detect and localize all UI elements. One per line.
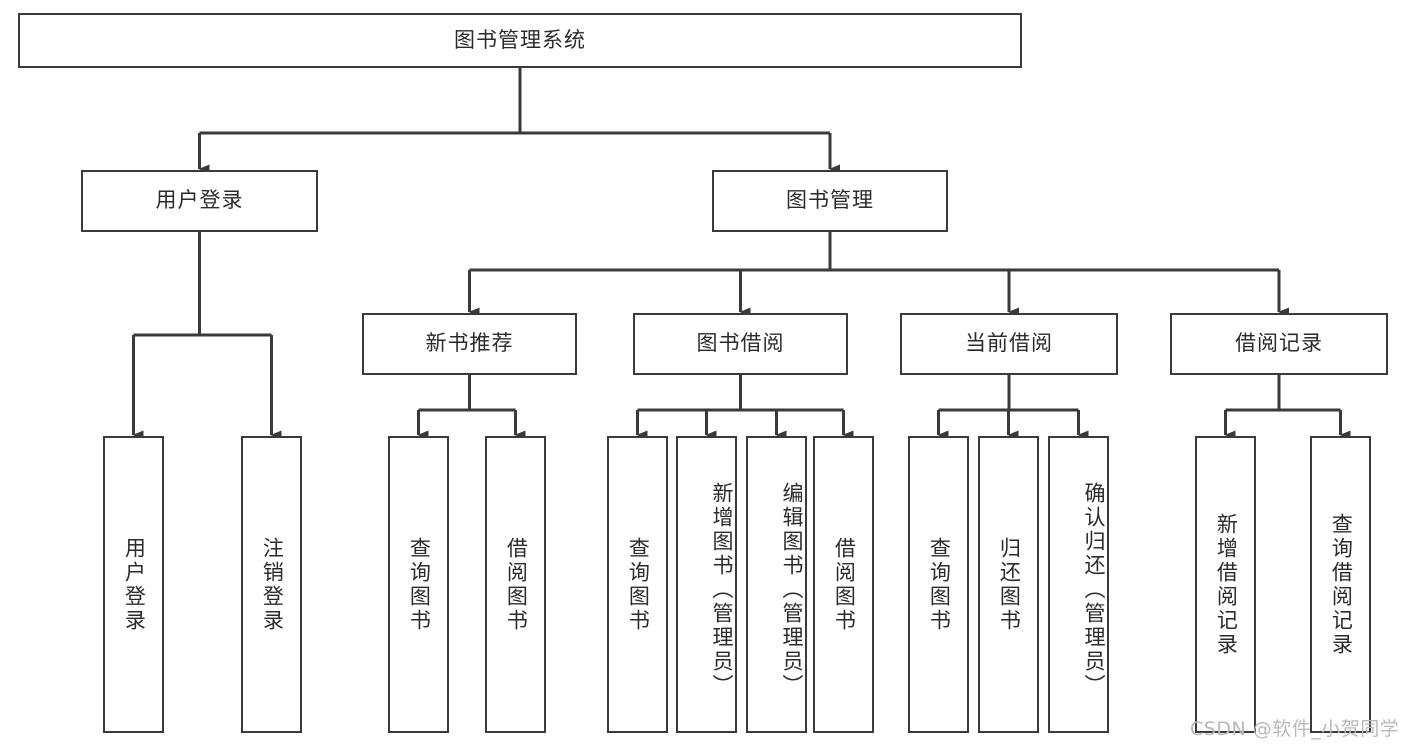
node-leaf-query-record[interactable]: 查询借阅记录 xyxy=(1310,436,1371,733)
node-leaf-borrow-book[interactable]: 借阅图书 xyxy=(813,436,874,733)
node-leaf-user-login-label: 用户登录 xyxy=(122,536,147,633)
node-leaf-borrow-book-label: 借阅图书 xyxy=(832,536,857,633)
node-leaf-query-book-label: 查询图书 xyxy=(626,536,651,633)
node-leaf-query-book-rec[interactable]: 查询图书 xyxy=(388,436,449,733)
node-leaf-query-book-rec-label: 查询图书 xyxy=(407,536,432,633)
node-leaf-logout-label: 注销登录 xyxy=(260,536,285,633)
node-leaf-add-record[interactable]: 新增借阅记录 xyxy=(1195,436,1256,733)
node-leaf-confirm-return[interactable]: 确认归还（管理员） xyxy=(1048,436,1109,733)
node-leaf-borrow-book-rec[interactable]: 借阅图书 xyxy=(485,436,546,733)
node-leaf-user-login[interactable]: 用户登录 xyxy=(103,436,164,733)
node-leaf-edit-book-label: 编辑图书（管理员） xyxy=(780,481,804,698)
node-current-borrow-label: 当前借阅 xyxy=(965,331,1053,356)
node-leaf-return-book[interactable]: 归还图书 xyxy=(978,436,1039,733)
csdn-watermark: CSDN @软件_小贺同学 xyxy=(1190,718,1400,740)
node-root[interactable]: 图书管理系统 xyxy=(18,13,1022,68)
node-leaf-query-book-cur-label: 查询图书 xyxy=(927,536,952,633)
connector-group xyxy=(132,68,1351,440)
node-leaf-return-book-label: 归还图书 xyxy=(997,536,1022,633)
node-borrow-record-label: 借阅记录 xyxy=(1235,331,1323,356)
node-leaf-edit-book[interactable]: 编辑图书（管理员） xyxy=(746,436,807,733)
node-leaf-query-book-cur[interactable]: 查询图书 xyxy=(908,436,969,733)
node-user-login-label: 用户登录 xyxy=(155,188,244,213)
node-user-login[interactable]: 用户登录 xyxy=(81,170,318,232)
node-leaf-logout[interactable]: 注销登录 xyxy=(241,436,302,733)
node-book-manage[interactable]: 图书管理 xyxy=(712,170,948,232)
node-new-book-rec-label: 新书推荐 xyxy=(425,331,514,356)
node-leaf-query-record-label: 查询借阅记录 xyxy=(1329,512,1354,657)
node-leaf-add-book[interactable]: 新增图书（管理员） xyxy=(676,436,737,733)
node-new-book-rec[interactable]: 新书推荐 xyxy=(362,313,577,375)
node-book-manage-label: 图书管理 xyxy=(786,188,874,213)
node-leaf-query-book[interactable]: 查询图书 xyxy=(607,436,668,733)
node-leaf-add-book-label: 新增图书（管理员） xyxy=(710,481,734,698)
node-leaf-borrow-book-rec-label: 借阅图书 xyxy=(504,536,529,633)
node-root-label: 图书管理系统 xyxy=(454,27,586,52)
node-book-borrow[interactable]: 图书借阅 xyxy=(633,313,848,375)
node-borrow-record[interactable]: 借阅记录 xyxy=(1170,313,1388,375)
node-book-borrow-label: 图书借阅 xyxy=(696,331,785,356)
node-current-borrow[interactable]: 当前借阅 xyxy=(900,313,1118,375)
node-leaf-add-record-label: 新增借阅记录 xyxy=(1214,512,1239,657)
node-leaf-confirm-return-label: 确认归还（管理员） xyxy=(1082,481,1106,698)
